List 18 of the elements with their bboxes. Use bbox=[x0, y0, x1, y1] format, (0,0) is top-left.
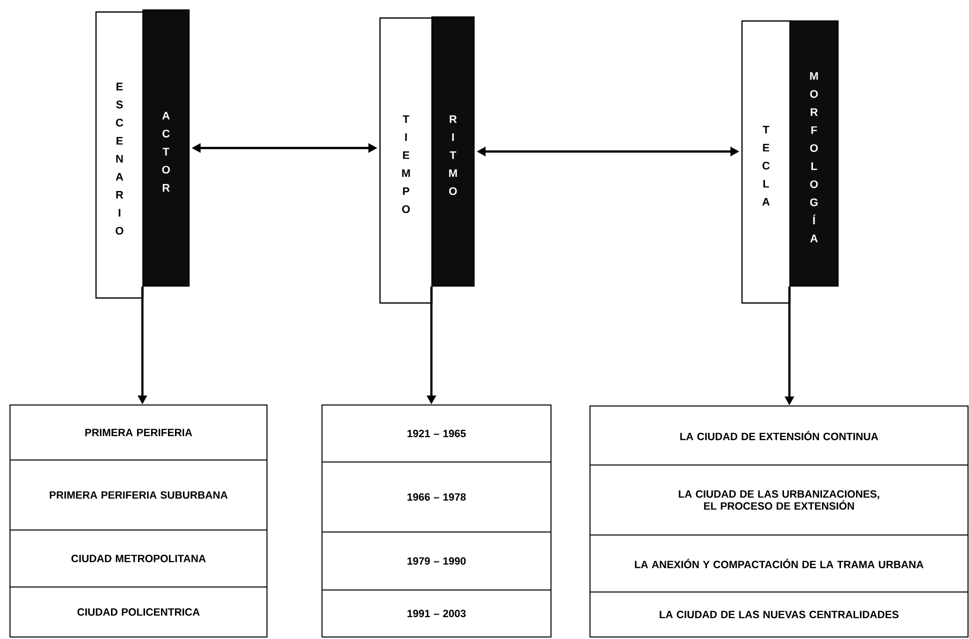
table-cell: LA CIUDAD DE EXTENSIÓN CONTINUA bbox=[590, 405, 968, 466]
label-bar: TIEMPO bbox=[379, 17, 433, 304]
table-cell: 1991 – 2003 bbox=[322, 589, 552, 638]
table-cell: LA ANEXIÓN Y COMPACTACIÓN DE LA TRAMA URBANA bbox=[590, 534, 968, 592]
table-cell: 1966 – 1978 bbox=[322, 461, 552, 532]
label-bar: ESCENARIO bbox=[95, 11, 144, 299]
table-cell: CIUDAD METROPOLITANA bbox=[10, 529, 268, 588]
table-cell: LA CIUDAD DE LAS NUEVAS CENTRALIDADES bbox=[590, 591, 968, 638]
table-cell: CIUDAD POLICENTRICA bbox=[10, 586, 268, 638]
table-cell: PRIMERA PERIFERIA SUBURBANA bbox=[10, 459, 268, 530]
table-cell: LA CIUDAD DE LAS URBANIZACIONES, EL PROCESO DE EXTENSIÓN bbox=[590, 464, 968, 536]
label-bar: TECLA bbox=[741, 20, 791, 304]
table-cell: 1979 – 1990 bbox=[322, 531, 552, 590]
label-bar: ACTOR bbox=[142, 9, 190, 287]
label-bar: RITMO bbox=[431, 16, 475, 287]
table-cell: PRIMERA PERIFERIA bbox=[10, 404, 268, 460]
label-bar: MORFOLOGÍA bbox=[789, 20, 839, 287]
table-cell: 1921 – 1965 bbox=[322, 404, 552, 462]
